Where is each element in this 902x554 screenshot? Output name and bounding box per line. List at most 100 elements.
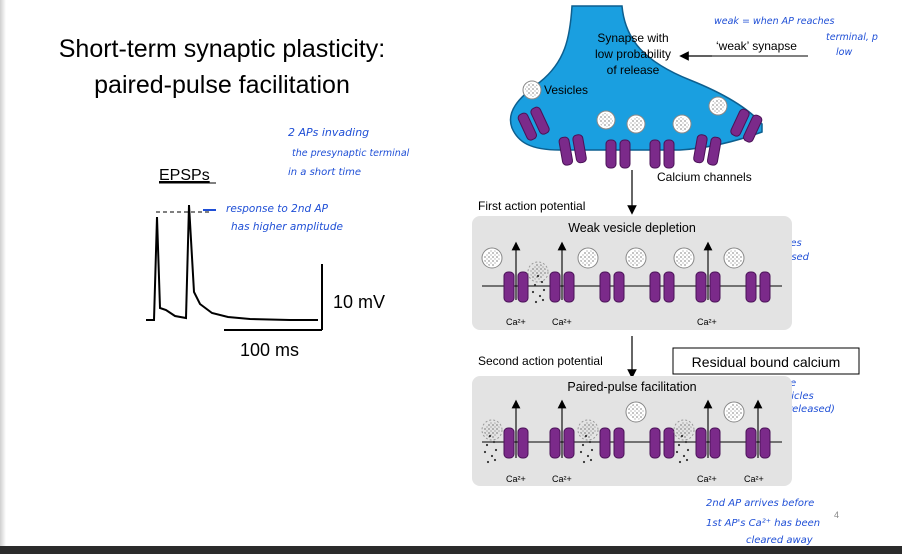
vesicle-contents: [484, 422, 500, 438]
vesicle-contents: [675, 117, 689, 131]
transmitter-dot: [488, 434, 492, 438]
channel-half: [745, 427, 757, 459]
transmitter-dot: [540, 280, 544, 284]
vesicle-contents: [484, 250, 500, 266]
channel-half: [613, 271, 625, 303]
panel-2-title: Paired-pulse facilitation: [567, 380, 696, 394]
annotation-weak-def-2: terminal, p: [826, 32, 878, 43]
channel-half: [730, 108, 750, 137]
transmitter-dot: [483, 450, 487, 454]
transmitter-dot: [492, 440, 496, 444]
residual-calcium-box: [672, 347, 860, 375]
channel-half: [549, 427, 561, 459]
transmitter-dot: [590, 448, 594, 452]
channel-half: [649, 139, 661, 169]
transmitter-dot: [684, 440, 688, 444]
title-line-2: paired-pulse facilitation: [94, 71, 350, 99]
transmitter-dot: [541, 298, 545, 302]
annotation-bottom-note: 2nd AP arrives before 1st AP's Ca²⁺ has …: [706, 498, 820, 546]
vesicle-contents: [711, 99, 725, 113]
calcium-channel: [605, 139, 631, 169]
channel-half: [599, 271, 611, 303]
page-number: 4: [834, 510, 839, 520]
channel-half: [759, 271, 771, 303]
calcium-channel: [649, 139, 675, 169]
transmitter-dot: [579, 450, 583, 454]
transmitter-dot: [490, 454, 494, 458]
annotation-weak-def-3: low: [836, 47, 852, 58]
synapse-bubble-line-3: of release: [607, 63, 660, 77]
channel-half: [693, 134, 708, 164]
bottom-bar: [0, 546, 902, 554]
vesicle-contents: [628, 250, 644, 266]
vesicle-contents: [525, 83, 539, 97]
channel-half: [759, 427, 771, 459]
annotation-two-aps-3: in a short time: [288, 167, 361, 178]
channel-half: [709, 271, 721, 303]
epsp-trace: [146, 204, 318, 321]
released-vesicle: [673, 419, 695, 441]
annotation-bottom-note-2: 1st AP's Ca²⁺ has been: [706, 518, 820, 529]
channel-half: [619, 139, 631, 169]
synapse-bubble-line-2: low probability: [595, 47, 671, 61]
transmitter-dot: [675, 450, 679, 454]
calcium-channel: [599, 271, 625, 303]
transmitter-dot: [493, 458, 497, 462]
transmitter-dot: [589, 458, 593, 462]
channel-half: [663, 427, 675, 459]
released-vesicle: [527, 261, 549, 283]
panel-1-ca-3: Ca²+: [697, 317, 717, 327]
annotation-bottom-note-1: 2nd AP arrives before: [706, 498, 814, 509]
vesicle-contents: [530, 264, 546, 280]
annotation-weak-def-1: weak = when AP reaches: [714, 16, 835, 27]
channel-half: [709, 427, 721, 459]
channel-half: [743, 114, 763, 143]
panel-2-ca-2: Ca²+: [552, 474, 572, 484]
channel-half: [605, 139, 617, 169]
annotation-more-vesicles-3: released): [788, 404, 835, 415]
calcium-channel: [730, 108, 763, 143]
panel-2-ca-1: Ca²+: [506, 474, 526, 484]
channel-half: [517, 271, 529, 303]
synapse-calcium-channels: [517, 106, 763, 169]
transmitter-dot: [538, 294, 542, 298]
panel-1-ca-2: Ca²+: [552, 317, 572, 327]
panel-1-items: [481, 241, 771, 304]
transmitter-dot: [582, 460, 586, 464]
calcium-channel: [745, 427, 771, 459]
channel-half: [563, 271, 575, 303]
transmitter-dot: [678, 460, 682, 464]
slide-edge-shadow: [0, 0, 6, 546]
transmitter-dot: [586, 454, 590, 458]
channel-half: [706, 136, 722, 166]
annotation-response: response to 2nd AP has higher amplitude: [203, 203, 343, 233]
channel-half: [745, 271, 757, 303]
transmitter-dot: [531, 290, 535, 294]
weak-synapse-label: ‘weak’ synapse: [716, 39, 797, 53]
transmitter-dot: [536, 274, 540, 278]
vesicle-contents: [629, 117, 643, 131]
scale-time-label: 100 ms: [240, 340, 299, 360]
residual-calcium-label: Residual bound calcium: [692, 354, 841, 370]
transmitter-dot: [588, 440, 592, 444]
channel-half: [517, 427, 529, 459]
panel-1-ca-1: Ca²+: [506, 317, 526, 327]
first-ap-label: First action potential: [478, 199, 585, 213]
channel-half: [503, 271, 515, 303]
channel-half: [503, 427, 515, 459]
released-vesicle: [481, 419, 503, 441]
channel-half: [517, 112, 537, 141]
annotation-two-aps: 2 APs invading the presynaptic terminal …: [288, 126, 410, 178]
channel-half: [663, 271, 675, 303]
calcium-channel: [649, 427, 675, 459]
channel-half: [549, 271, 561, 303]
panel-2-ca-3: Ca²+: [697, 474, 717, 484]
channel-half: [695, 271, 707, 303]
vesicle-contents: [580, 422, 596, 438]
calcium-channel: [558, 134, 587, 166]
annotation-response-2: has higher amplitude: [231, 221, 343, 233]
title-line-1: Short-term synaptic plasticity:: [59, 35, 386, 63]
transmitter-dot: [677, 443, 681, 447]
calcium-channel: [503, 271, 529, 303]
transmitter-dot: [486, 460, 490, 464]
